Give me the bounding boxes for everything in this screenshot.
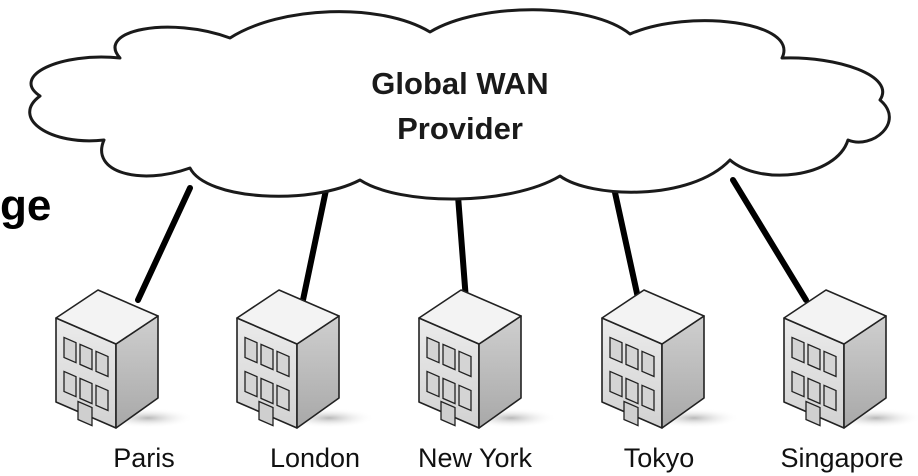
link-new-york [455, 193, 469, 303]
building-icon [601, 289, 740, 429]
site-label-new-york: New York [417, 443, 533, 473]
cloud-title-line1: Global WAN [371, 66, 549, 101]
wan-cloud [28, 8, 891, 201]
building-icon [418, 289, 557, 429]
cloud-title-line2: Provider [397, 111, 523, 146]
link-tokyo [611, 185, 641, 301]
connection-links [135, 177, 809, 303]
buildings-layer [55, 289, 918, 429]
link-paris [135, 185, 193, 303]
link-london [300, 187, 329, 303]
link-singapore [730, 177, 809, 303]
partial-heading: ge [0, 181, 52, 230]
building-icon [55, 289, 194, 429]
site-label-london: London [269, 443, 361, 473]
building-icon [236, 289, 375, 429]
site-label-paris: Paris [113, 443, 175, 473]
site-label-singapore: Singapore [780, 443, 904, 473]
building-icon [783, 289, 918, 429]
site-label-tokyo: Tokyo [623, 443, 695, 473]
